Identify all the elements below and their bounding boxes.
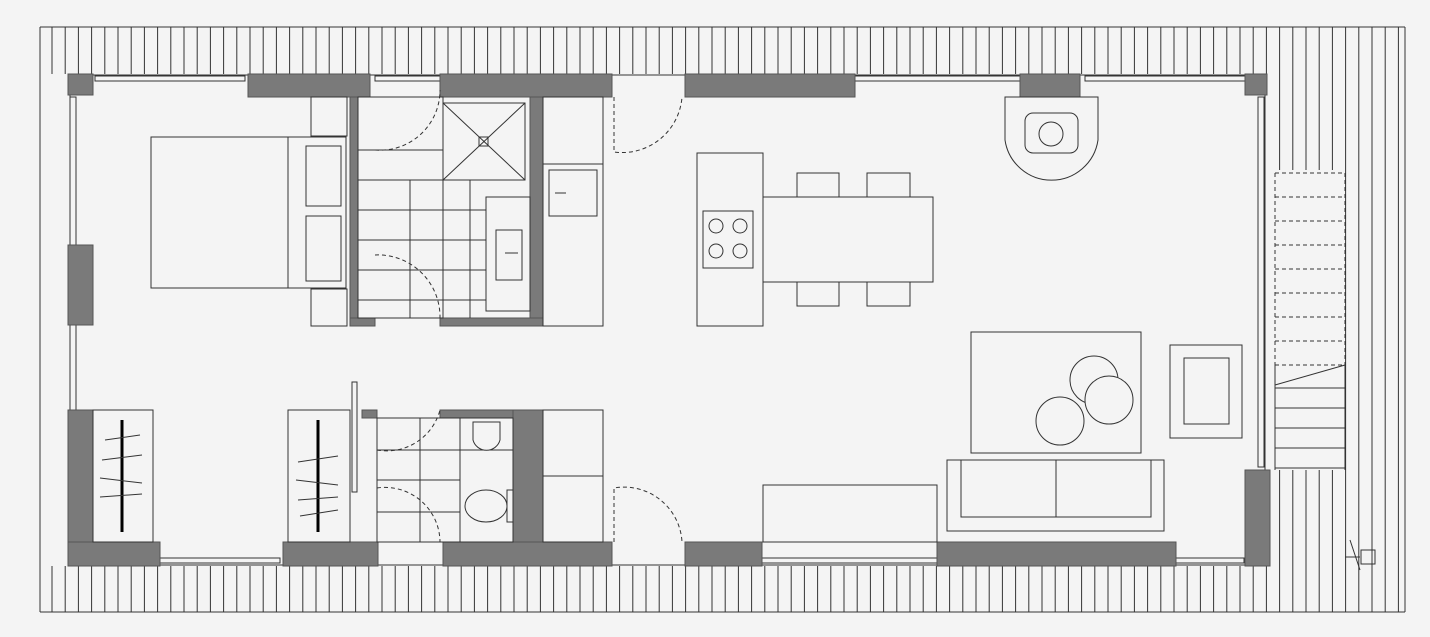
entry-door-bottom [613, 486, 683, 543]
staircase [1274, 170, 1346, 470]
kitchen-island [696, 152, 764, 327]
armchair [1169, 344, 1243, 439]
storage-cabinets [542, 96, 604, 327]
outdoor-light-icon [1345, 539, 1376, 571]
entry-door-top [613, 96, 683, 154]
bed [150, 96, 348, 327]
sofa [946, 459, 1165, 532]
wardrobes [92, 409, 351, 543]
deck-boards [39, 26, 1406, 613]
bathroom-door [374, 89, 441, 319]
toilet [464, 421, 514, 523]
wood-stove [1004, 96, 1099, 181]
bathroom-vanity [485, 196, 531, 312]
deck-board-line [1274, 364, 1346, 386]
stair-landing [1275, 170, 1345, 470]
dining-table [762, 172, 934, 307]
shower [442, 102, 526, 181]
tv-bench [762, 484, 938, 543]
walls [67, 73, 1271, 567]
wc-cabinets [542, 409, 604, 543]
wc-door [376, 409, 441, 543]
rug-coffee-tables [970, 331, 1142, 454]
sliding-door [351, 381, 358, 493]
